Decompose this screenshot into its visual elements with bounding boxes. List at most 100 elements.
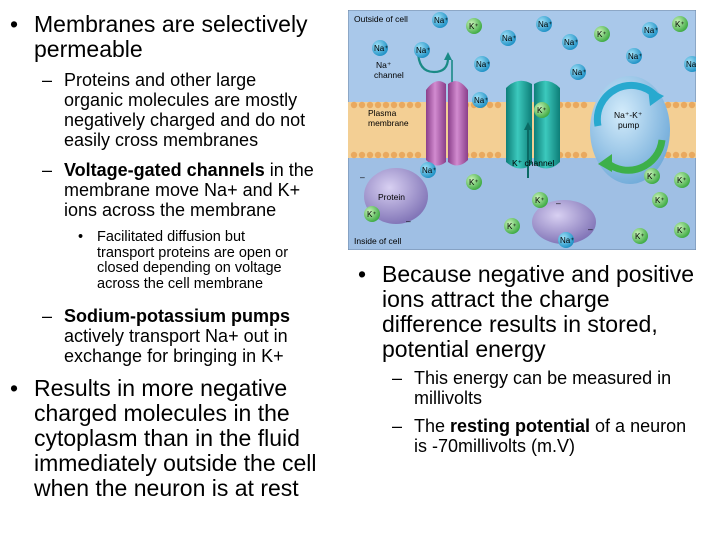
- svg-text:–: –: [406, 216, 411, 226]
- k-ion: [644, 168, 660, 184]
- k-ion: [534, 102, 550, 118]
- k-ions: K⁺ K⁺ K⁺ K⁺ K⁺ K⁺ K⁺ K⁺ K⁺ K⁺ K⁺ K⁺ K⁺: [364, 16, 690, 244]
- arrow-head-icon: [444, 52, 452, 60]
- bullet-charge-difference: Because negative and positive ions attra…: [382, 261, 694, 362]
- na-ions: Na⁺ Na⁺ Na⁺ Na⁺ Na⁺ Na⁺ Na⁺ Na⁺ Na⁺ Na⁺ …: [372, 12, 696, 248]
- svg-text:Na⁺: Na⁺: [434, 16, 448, 25]
- dash-mark: –: [42, 160, 53, 180]
- svg-text:K⁺: K⁺: [647, 172, 657, 181]
- pump-label-2: pump: [618, 120, 640, 130]
- na-ion: [642, 22, 658, 38]
- na-ion: [626, 48, 642, 64]
- svg-text:Na⁺: Na⁺: [474, 96, 488, 105]
- protein-molecule: [364, 168, 428, 224]
- svg-text:Na⁺: Na⁺: [564, 38, 578, 47]
- sodium-potassium-bold: Sodium-potassium pumps: [64, 306, 291, 326]
- na-ion: [472, 92, 488, 108]
- na-k-pump: [590, 76, 670, 184]
- membrane-diagram: Outside of cell Inside of cell Na⁺ chann…: [348, 10, 696, 250]
- na-channel-arrow: [416, 49, 450, 74]
- dash-mark: –: [42, 70, 53, 90]
- svg-text:Na⁺: Na⁺: [686, 60, 696, 69]
- bullet-membranes-permeable: Membranes are selectively permeable: [34, 11, 308, 62]
- protein-molecule: [532, 200, 596, 244]
- svg-text:Na⁺: Na⁺: [476, 60, 490, 69]
- na-ion: [562, 34, 578, 50]
- na-ion: [414, 42, 430, 58]
- svg-text:K⁺: K⁺: [469, 22, 479, 31]
- svg-text:K⁺: K⁺: [675, 20, 685, 29]
- na-ion: [558, 232, 574, 248]
- svg-text:Na⁺: Na⁺: [416, 46, 430, 55]
- svg-text:K⁺: K⁺: [597, 30, 607, 39]
- k-ion: [364, 206, 380, 222]
- svg-text:K⁺: K⁺: [635, 232, 645, 241]
- subbullet-voltage-gated: Voltage-gated channels in the membrane m…: [64, 160, 314, 220]
- svg-text:K⁺: K⁺: [535, 196, 545, 205]
- resting-potential-bold: resting potential: [450, 416, 591, 436]
- voltage-gated-bold: Voltage-gated channels: [64, 160, 265, 180]
- na-channel: [426, 81, 468, 166]
- bullet-mark: •: [358, 261, 367, 287]
- svg-text:Na⁺: Na⁺: [538, 20, 552, 29]
- svg-text:K⁺: K⁺: [469, 178, 479, 187]
- arrow-head-icon: [524, 122, 532, 130]
- svg-text:Na⁺: Na⁺: [422, 166, 436, 175]
- na-ion: [500, 30, 516, 46]
- svg-text:Na⁺: Na⁺: [374, 44, 388, 53]
- na-channel-label-2: channel: [374, 70, 404, 80]
- bullet-mark: •: [78, 229, 84, 245]
- svg-text:–: –: [360, 172, 365, 182]
- inside-label: Inside of cell: [354, 236, 401, 246]
- na-ion: [372, 40, 388, 56]
- dash-mark: –: [392, 416, 403, 436]
- svg-text:K⁺: K⁺: [537, 106, 547, 115]
- bullet-mark: •: [10, 11, 19, 37]
- na-channel-label-1: Na⁺: [376, 60, 392, 70]
- k-ion: [672, 16, 688, 32]
- bullet-results: Results in more negative charged molecul…: [34, 375, 317, 501]
- pump-label-1: Na⁺-K⁺: [614, 110, 643, 120]
- protein-label: Protein: [378, 192, 405, 202]
- k-ion: [674, 172, 690, 188]
- subbullet-millivolts: This energy can be measured in millivolt…: [414, 368, 672, 408]
- na-ion: [420, 162, 436, 178]
- k-ion: [652, 192, 668, 208]
- svg-text:Na⁺: Na⁺: [628, 52, 642, 61]
- k-ion: [504, 218, 520, 234]
- k-ion: [594, 26, 610, 42]
- na-ion: [684, 56, 696, 72]
- subbullet-resting-potential: The resting potential of a neuron is -70…: [414, 416, 687, 456]
- svg-text:Na⁺: Na⁺: [644, 26, 658, 35]
- svg-text:Na⁺: Na⁺: [502, 34, 516, 43]
- svg-text:K⁺: K⁺: [655, 196, 665, 205]
- outside-label: Outside of cell: [354, 14, 408, 24]
- na-ion: [432, 12, 448, 28]
- k-ion: [466, 18, 482, 34]
- svg-text:–: –: [556, 198, 561, 208]
- svg-text:Na⁺: Na⁺: [560, 236, 574, 245]
- svg-text:K⁺: K⁺: [367, 210, 377, 219]
- k-ion: [632, 228, 648, 244]
- plasma-membrane-label-2: membrane: [368, 118, 409, 128]
- k-ion: [466, 174, 482, 190]
- subsub-facilitated-diffusion: Facilitated diffusion but transport prot…: [97, 229, 289, 292]
- na-ion: [536, 16, 552, 32]
- svg-text:K⁺: K⁺: [507, 222, 517, 231]
- svg-text:K⁺: K⁺: [677, 176, 687, 185]
- subbullet-sodium-potassium: Sodium-potassium pumps actively transpor…: [64, 306, 291, 366]
- bullet-mark: •: [10, 375, 19, 401]
- k-ion: [674, 222, 690, 238]
- na-ion: [570, 64, 586, 80]
- svg-text:Na⁺: Na⁺: [572, 68, 586, 77]
- plasma-membrane-label-1: Plasma: [368, 108, 397, 118]
- subbullet-proteins: Proteins and other large organic molecul…: [64, 70, 306, 150]
- svg-text:–: –: [588, 224, 593, 234]
- dash-mark: –: [392, 368, 403, 388]
- na-ion: [474, 56, 490, 72]
- negative-charges: – – – –: [360, 172, 593, 234]
- k-ion: [532, 192, 548, 208]
- svg-text:K⁺: K⁺: [677, 226, 687, 235]
- k-channel-label: K⁺ channel: [512, 158, 554, 168]
- dash-mark: –: [42, 306, 53, 326]
